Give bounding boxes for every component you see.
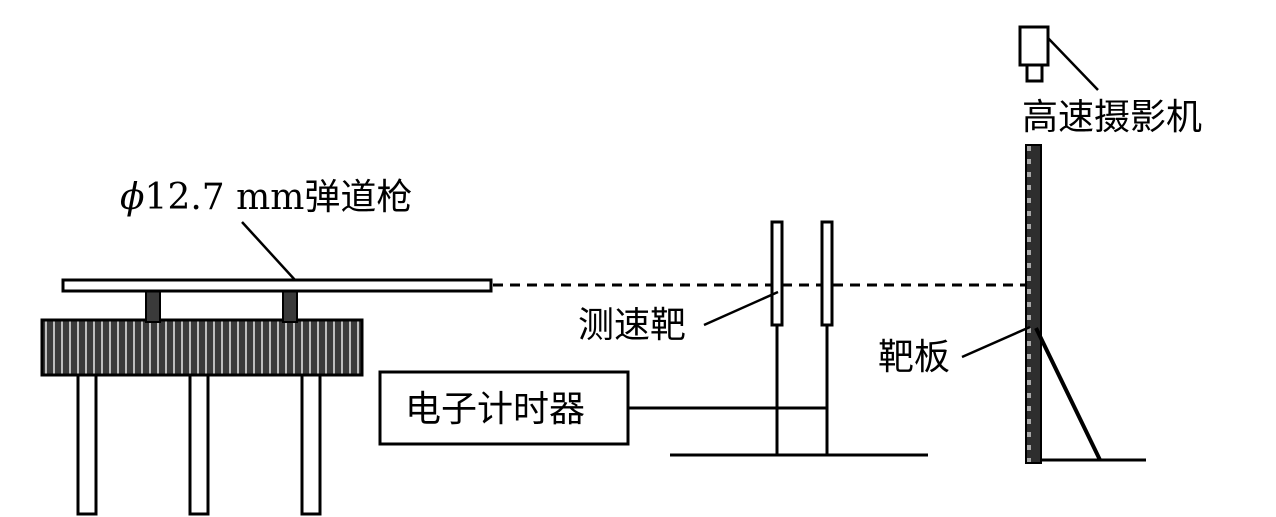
gun-barrel — [61, 278, 493, 293]
stand-platform — [40, 318, 364, 377]
velocity-screens — [670, 220, 928, 457]
camera-lens — [1025, 63, 1044, 83]
plate-brace — [1034, 327, 1102, 461]
barrel-support-right — [282, 289, 298, 323]
stand-leg-middle — [188, 372, 210, 516]
velocity-screen-1 — [770, 220, 784, 327]
camera-body — [1018, 25, 1050, 67]
gun-label-symbol: ϕ — [120, 177, 145, 218]
stand-leg-right — [300, 372, 322, 516]
camera-icon — [1018, 25, 1050, 83]
target-plate-label: 靶板 — [878, 337, 951, 378]
plate-leader-line — [961, 325, 1031, 359]
stand-leg-left — [76, 372, 98, 516]
velocity-screen-2 — [820, 220, 834, 327]
timer-box — [378, 370, 630, 446]
gun-stand — [40, 289, 364, 516]
camera-leader-line — [1047, 37, 1099, 91]
gun-label: ϕ12.7 mm弹道枪 — [120, 178, 412, 218]
timer-label: 电子计时器 — [405, 389, 586, 430]
gun-label-spec: 12.7 mm弹道枪 — [144, 177, 413, 218]
screens-leader-line — [703, 290, 779, 327]
gun-leader-line — [241, 221, 296, 281]
target-plate — [1025, 144, 1042, 464]
camera-label: 高速摄影机 — [1022, 97, 1203, 138]
barrel-support-left — [145, 289, 161, 323]
velocity-screens-label: 测速靶 — [578, 305, 687, 346]
